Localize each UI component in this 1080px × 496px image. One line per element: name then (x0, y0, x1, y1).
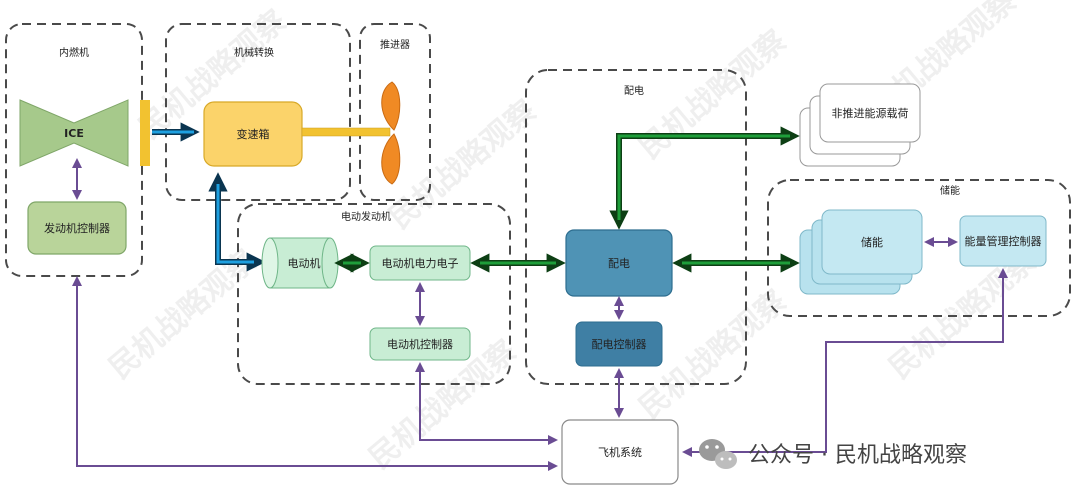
motor-controller-label: 电动机控制器 (387, 337, 453, 351)
energy-management-controller-box (959, 215, 1047, 267)
electrical-links (334, 126, 800, 273)
watermark-text: 民机战略观察 (633, 23, 794, 166)
distribution-controller-box (575, 321, 663, 367)
ice-output-flange (140, 100, 150, 166)
storage-group-label: 储能 (940, 184, 960, 197)
distribution-controller-label: 配电控制器 (592, 337, 647, 351)
propeller-shaft (301, 127, 391, 137)
ice-label: ICE (64, 127, 84, 140)
storage-stack (799, 209, 923, 295)
brand-text: 公众号 · 民机战略观察 (748, 443, 967, 468)
control-links (72, 158, 1008, 471)
energy-management-controller-label: 能量管理控制器 (965, 234, 1042, 248)
distribution-label: 配电 (608, 257, 630, 270)
motor-label: 电动机 (288, 256, 321, 270)
aircraft-systems-label: 飞机系统 (598, 445, 642, 459)
propulsor-group-box (359, 23, 431, 201)
mech-group-label: 机械转换 (234, 46, 274, 59)
dist-group-label: 配电 (624, 84, 644, 97)
gearbox-label: 变速箱 (237, 127, 270, 141)
engine-controller-box (27, 201, 127, 255)
watermark-text: 民机战略观察 (383, 93, 544, 236)
nonpropulsive-load-stack (799, 83, 921, 167)
ice-group-label: 内燃机 (59, 46, 89, 59)
brand-badge: 公众号 · 民机战略观察 (699, 439, 967, 469)
motor-to-gearbox-link-core (216, 184, 254, 264)
propulsor-group-label: 推进器 (380, 38, 410, 51)
motor-group-label: 电动发动机 (341, 210, 391, 223)
nonpropulsive-load-label: 非推进能源载荷 (832, 106, 909, 120)
motor-power-electronics-label: 电动机电力电子 (382, 256, 459, 270)
wechat-icon (699, 439, 737, 469)
propeller-icon (381, 81, 401, 185)
engine-controller-label: 发动机控制器 (44, 221, 110, 235)
ice-engine-shape (19, 99, 129, 167)
aircraft-systems-box (561, 419, 679, 485)
storage-label: 储能 (861, 235, 883, 249)
